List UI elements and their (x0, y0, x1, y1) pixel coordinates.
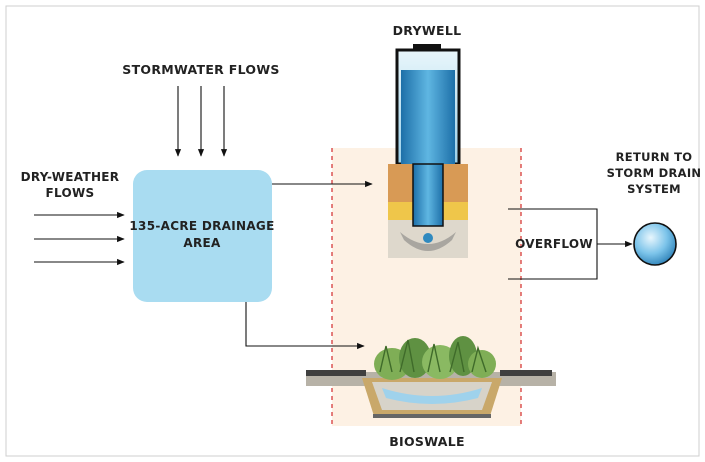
bioswale-water (382, 388, 482, 404)
drainage-area-label-line1: 135-ACRE DRAINAGE (129, 219, 274, 233)
drywell-label: DRYWELL (393, 23, 462, 38)
drywell-water (401, 70, 455, 164)
bioswale-vegetation (374, 336, 496, 380)
return-label-line2: STORM DRAIN (607, 166, 702, 180)
bioswale-underdrain (373, 414, 491, 418)
drywell-infiltration (400, 232, 456, 251)
stormwater-arrows (174, 86, 228, 157)
storm-drain-icon (633, 222, 677, 266)
drainage-to-bioswale-arrow (245, 302, 365, 350)
overflow-label: OVERFLOW (515, 237, 593, 251)
bioswale (306, 336, 556, 418)
drywell: DRYWELL (388, 23, 468, 258)
overflow-label-bg (524, 236, 584, 252)
dry-weather-label-line2: FLOWS (46, 186, 95, 200)
return-label-line3: SYSTEM (627, 182, 681, 196)
drainage-area-box: 135-ACRE DRAINAGE AREA (129, 170, 274, 302)
bioswale-pavement-left (306, 370, 366, 376)
drywell-outlet (423, 233, 433, 243)
dry-weather-arrows (34, 211, 125, 266)
bioswale-pavement-right (500, 370, 552, 376)
bioswale-label: BIOSWALE (389, 434, 465, 449)
drainage-area-label-line2: AREA (183, 236, 221, 250)
drywell-shaft (412, 163, 444, 227)
return-label-line1: RETURN TO (616, 150, 693, 164)
dry-weather-label-line1: DRY-WEATHER (21, 170, 120, 184)
stormwater-flows-label: STORMWATER FLOWS (122, 62, 279, 77)
drywell-cap (413, 44, 441, 49)
